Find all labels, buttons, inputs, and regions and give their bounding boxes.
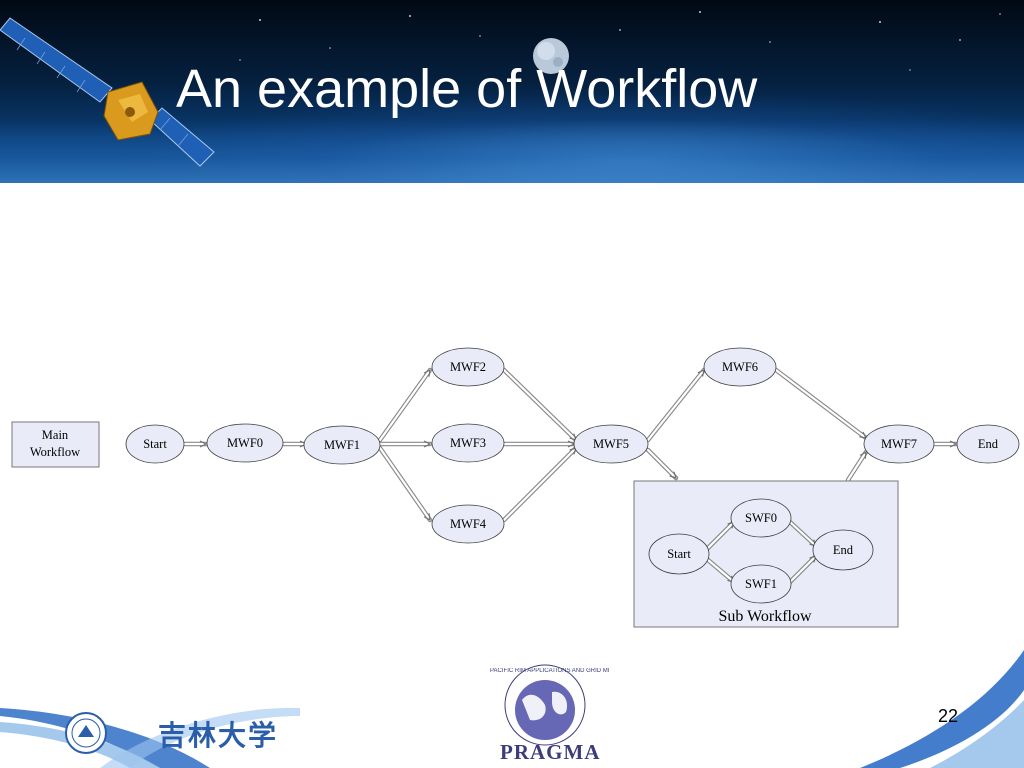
university-seal-icon xyxy=(66,713,106,753)
page-number: 22 xyxy=(938,706,958,727)
pragma-logo-text: PRAGMA xyxy=(500,740,600,765)
university-logo-text: 吉林大学 xyxy=(158,714,278,754)
pragma-globe-icon xyxy=(505,665,585,745)
pragma-ring-text: PACIFIC RIM APPLICATIONS AND GRID MIDDLE… xyxy=(490,668,610,674)
